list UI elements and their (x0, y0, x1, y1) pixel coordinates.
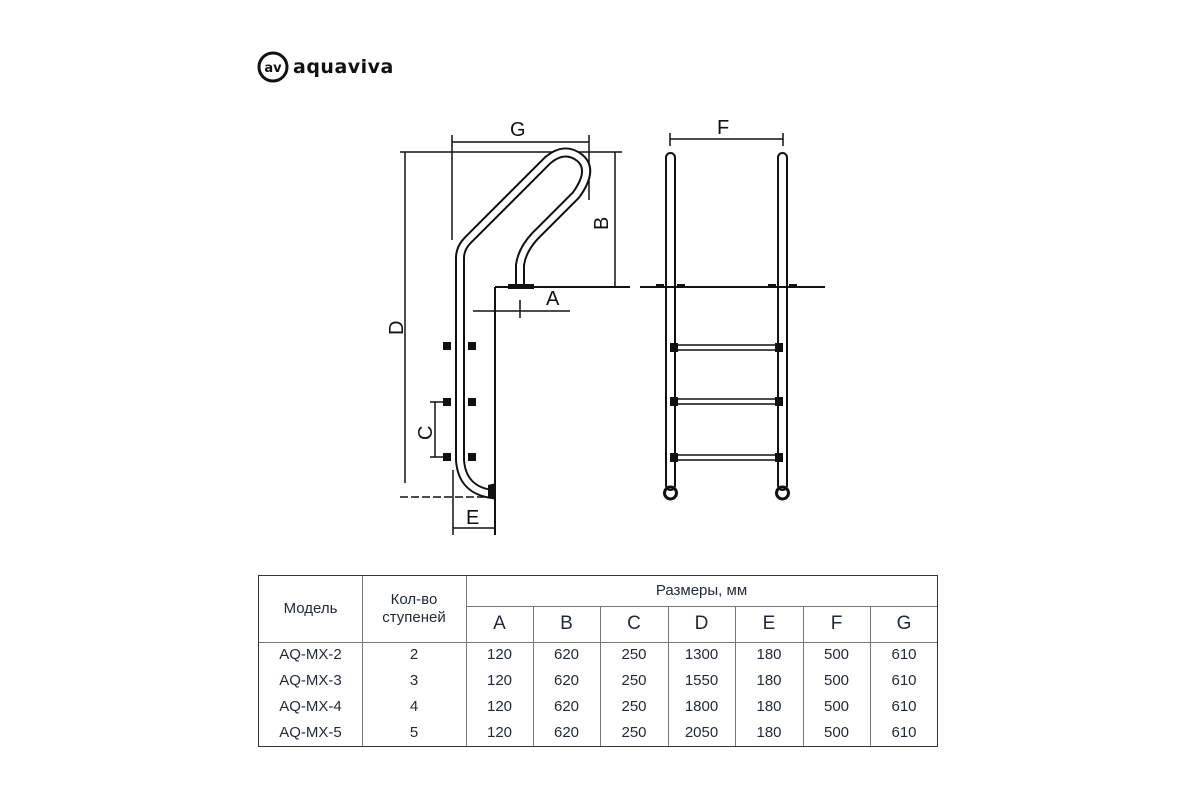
dimension-cell-a: 120 (486, 646, 513, 663)
header-model: Модель (283, 600, 338, 617)
dimension-cell-e: 180 (756, 724, 782, 741)
dimension-cell-d: 1800 (684, 698, 719, 715)
dimension-cell-g: 610 (891, 646, 917, 663)
brand-name: aquaviva (293, 56, 394, 78)
dimension-cell-a: 120 (486, 698, 513, 715)
dimension-cell-f: 500 (823, 672, 850, 689)
header-dimension-g: G (896, 613, 912, 634)
model-cell: AQ-MX-3 (279, 672, 342, 689)
dimension-cell-g: 610 (891, 698, 917, 715)
dimension-cell-b: 620 (553, 646, 580, 663)
header-dimension-f: F (830, 613, 843, 634)
steps-cell: 2 (409, 646, 419, 663)
dimension-cell-d: 1300 (684, 646, 719, 663)
dimension-cell-b: 620 (553, 672, 580, 689)
model-cell: AQ-MX-4 (279, 698, 342, 715)
header-dimension-e: E (762, 613, 776, 634)
steps-cell: 4 (409, 698, 419, 715)
dimension-cell-a: 120 (486, 672, 513, 689)
steps-cell: 3 (409, 672, 419, 689)
dimension-label-b: B (591, 217, 613, 230)
dimension-cell-d: 2050 (684, 724, 719, 741)
dimension-cell-e: 180 (756, 672, 782, 689)
aquaviva-logo-mark-icon: av (257, 51, 289, 83)
dimension-cell-f: 500 (823, 724, 850, 741)
aquaviva-logo: av aquaviva (256, 50, 394, 84)
dimension-cell-e: 180 (756, 698, 782, 715)
dimension-cell-c: 250 (621, 698, 647, 715)
dimension-cell-f: 500 (823, 646, 850, 663)
dimension-cell-d: 1550 (684, 672, 719, 689)
dimension-cell-a: 120 (486, 724, 513, 741)
dimension-label-e: E (466, 507, 479, 529)
header-dimension-d: D (694, 613, 709, 634)
dimension-label-c: C (415, 426, 437, 440)
dimension-label-f: F (717, 117, 729, 139)
ladder-technical-drawing: G D B A C E F (386, 117, 825, 535)
side-view-clamps (443, 284, 534, 500)
dimension-cell-g: 610 (891, 672, 917, 689)
dimension-label-d: D (386, 321, 408, 335)
specifications-table: Модель Кол-во ступеней Размеры, мм A B C D E… (258, 575, 938, 747)
model-cell: AQ-MX-2 (279, 646, 342, 663)
dimension-cell-e: 180 (756, 646, 782, 663)
header-dimension-b: B (560, 613, 573, 634)
dimension-cell-c: 250 (621, 646, 647, 663)
header-dimension-c: C (627, 613, 641, 634)
dimension-cell-b: 620 (553, 698, 580, 715)
header-dimension-a: A (493, 613, 506, 634)
front-view-clamps (656, 284, 797, 462)
steps-cell: 5 (409, 724, 419, 741)
dimension-cell-f: 500 (823, 698, 850, 715)
front-view (640, 133, 825, 501)
dimension-cell-c: 250 (621, 724, 647, 741)
header-steps: Кол-во ступеней (382, 591, 446, 626)
dimension-label-g: G (510, 119, 526, 141)
model-cell: AQ-MX-5 (279, 724, 342, 741)
dimension-cell-g: 610 (891, 724, 917, 741)
dimension-cell-b: 620 (553, 724, 580, 741)
header-dimensions-group: Размеры, мм (655, 582, 748, 599)
dimension-cell-c: 250 (621, 672, 647, 689)
dimension-label-a: A (546, 288, 560, 310)
svg-text:av: av (264, 61, 282, 76)
side-view (400, 135, 630, 535)
